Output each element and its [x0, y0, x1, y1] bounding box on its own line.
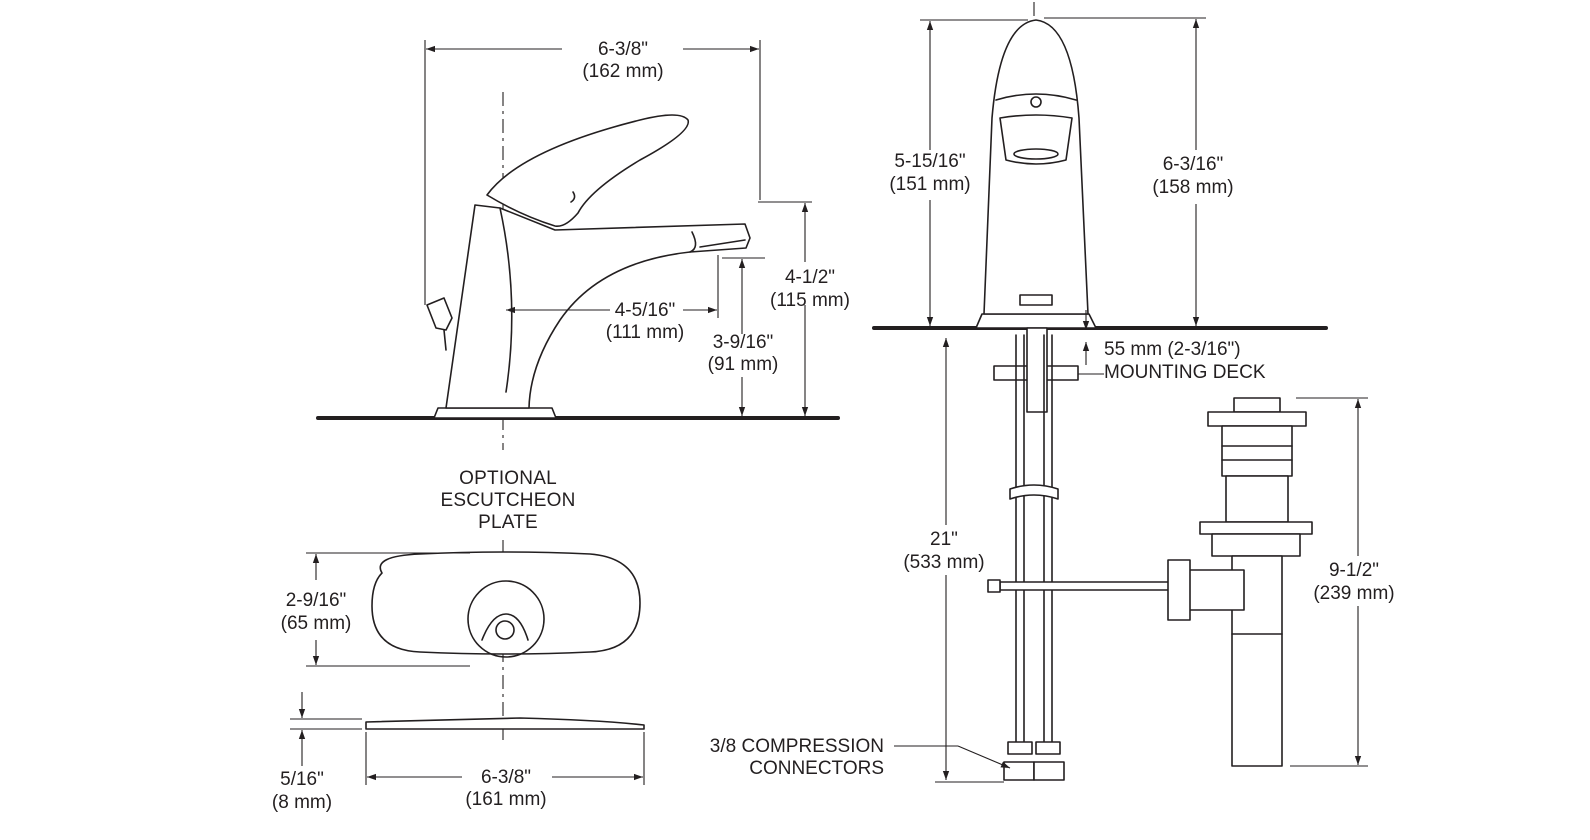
front-deck-text: 55 mm (2-3/16") [1104, 339, 1241, 360]
front-connector-leader-arrow [957, 745, 1011, 769]
drain-pivot-nut [1187, 569, 1245, 611]
front-aerator [1013, 148, 1059, 160]
escutcheon-width-in: 6-3/8" [481, 767, 531, 788]
drain-stopper-cap [1233, 397, 1281, 413]
side-popup-knob [426, 297, 453, 331]
escutcheon-thick-mm: (8 mm) [272, 792, 332, 813]
escutcheon-title-line3: PLATE [478, 512, 538, 533]
escutcheon-depth-in: 2-9/16" [286, 590, 347, 611]
side-body-contour [499, 207, 513, 393]
escutcheon-view: OPTIONAL ESCUTCHEON PLATE 2-9/16" (65 mm… [272, 468, 645, 813]
side-faucet-base [433, 407, 557, 419]
front-body-in: 5-15/16" [894, 151, 965, 172]
escutcheon-outer-circle [467, 580, 545, 658]
front-tube-break [1009, 484, 1059, 500]
escutcheon-width-mm: (161 mm) [465, 789, 546, 810]
front-popup-rod-end [987, 579, 1001, 593]
front-connector-left [1003, 761, 1035, 781]
front-total-mm: (158 mm) [1152, 177, 1233, 198]
side-popup-rod [443, 329, 447, 351]
side-faucet-body [445, 204, 751, 409]
drain-height-in: 9-1/2" [1329, 560, 1379, 581]
front-connector-right [1033, 761, 1065, 781]
escutcheon-title-line2: ESCUTCHEON [440, 490, 575, 511]
side-spout-mm: (91 mm) [708, 354, 779, 375]
side-width-in: 6-3/8" [598, 39, 648, 60]
front-faucet-base [975, 313, 1097, 329]
drain-flange [1207, 411, 1307, 427]
side-handle-detail [570, 191, 576, 203]
drain-height-mm: (239 mm) [1313, 583, 1394, 604]
front-view: 5-15/16" (151 mm) 6-3/16" (158 mm) 55 mm… [710, 2, 1328, 783]
side-reach-in: 4-5/16" [615, 300, 676, 321]
front-connectors-line1: 3/8 COMPRESSION [710, 736, 884, 757]
front-supply-in: 21" [930, 529, 958, 550]
side-reach-mm: (111 mm) [606, 322, 684, 343]
drain-body-upper [1221, 425, 1293, 477]
front-handle-line [995, 93, 1077, 101]
side-height-in: 4-1/2" [785, 267, 835, 288]
front-popup-slot [1019, 294, 1053, 306]
front-popup-rod [999, 581, 1171, 591]
escutcheon-title-line1: OPTIONAL [459, 468, 557, 489]
drain-washer [1211, 533, 1301, 557]
escutcheon-thick-in: 5/16" [280, 769, 324, 790]
front-handle-screw [1030, 96, 1042, 108]
side-width-mm: (162 mm) [582, 61, 663, 82]
front-connector-right-upper [1035, 741, 1061, 755]
drain-body-mid [1225, 475, 1289, 523]
side-view: 6-3/8" (162 mm) 4-1/2" (115 mm) 4-5/16" … [316, 39, 850, 450]
front-shank [1026, 327, 1048, 413]
front-deck-label: MOUNTING DECK [1104, 362, 1266, 383]
drain-assembly: 9-1/2" (239 mm) [1167, 397, 1395, 767]
escutcheon-center-hole [495, 620, 515, 640]
side-aerator [689, 231, 697, 253]
front-connectors-line2: CONNECTORS [749, 758, 884, 779]
side-spout-tip [699, 239, 746, 248]
escutcheon-depth-mm: (65 mm) [281, 613, 352, 634]
escutcheon-keyhole [481, 613, 529, 641]
escutcheon-plate-side [365, 717, 645, 730]
front-supply-mm: (533 mm) [903, 552, 984, 573]
side-height-mm: (115 mm) [770, 290, 850, 311]
front-connector-left-upper [1007, 741, 1033, 755]
side-lever-handle [486, 114, 689, 228]
front-faucet-body [983, 19, 1089, 315]
side-spout-in: 3-9/16" [713, 332, 774, 353]
drain-nut [1199, 521, 1313, 535]
front-spout-opening [999, 114, 1073, 165]
drain-pivot-cap [1167, 559, 1191, 621]
front-body-mm: (151 mm) [889, 174, 970, 195]
front-total-in: 6-3/16" [1163, 154, 1224, 175]
